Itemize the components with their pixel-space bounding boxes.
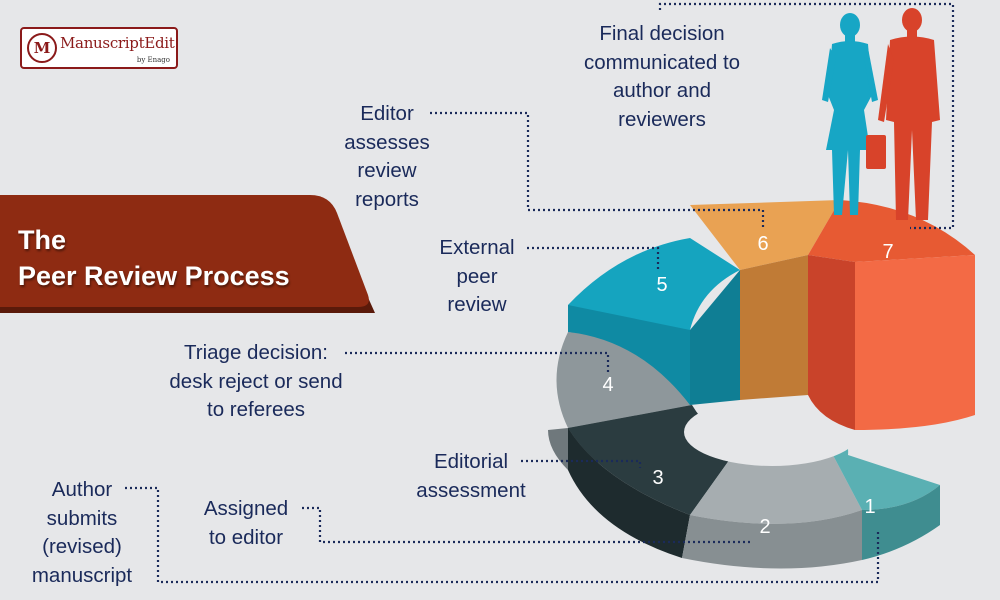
step-1-leader-line	[125, 486, 880, 584]
manuscriptedit-logo: M ManuscriptEdit by Enago	[20, 27, 178, 69]
diagram-title: The Peer Review Process	[18, 222, 290, 294]
segment-1	[825, 437, 940, 560]
title-line-1: The	[18, 225, 67, 255]
step-4-leader-line	[345, 351, 610, 372]
step-7-number: 7	[882, 241, 893, 263]
step-4-number: 4	[602, 374, 613, 396]
step-5-number: 5	[656, 274, 667, 296]
segment-5	[568, 238, 740, 405]
logo-byline: by Enago	[136, 56, 170, 64]
woman-silhouette-icon	[822, 13, 878, 215]
step-2-leader-line	[302, 506, 752, 544]
segment-6	[690, 200, 840, 400]
title-line-2: Peer Review Process	[18, 261, 290, 291]
step-1-number: 1	[864, 496, 875, 518]
step-2-number: 2	[759, 516, 770, 538]
logo-name: ManuscriptEdit	[60, 34, 175, 52]
logo-mark: M	[27, 33, 57, 63]
segment-7	[808, 200, 975, 430]
title-banner	[0, 195, 375, 313]
step-6-number: 6	[757, 233, 768, 255]
donut-hole	[684, 398, 860, 466]
man-silhouette-icon	[866, 8, 940, 220]
banner-shape	[0, 195, 369, 307]
step-3-number: 3	[652, 467, 663, 489]
step-6-leader-line	[430, 111, 765, 228]
step-5-leader-line	[527, 246, 660, 270]
